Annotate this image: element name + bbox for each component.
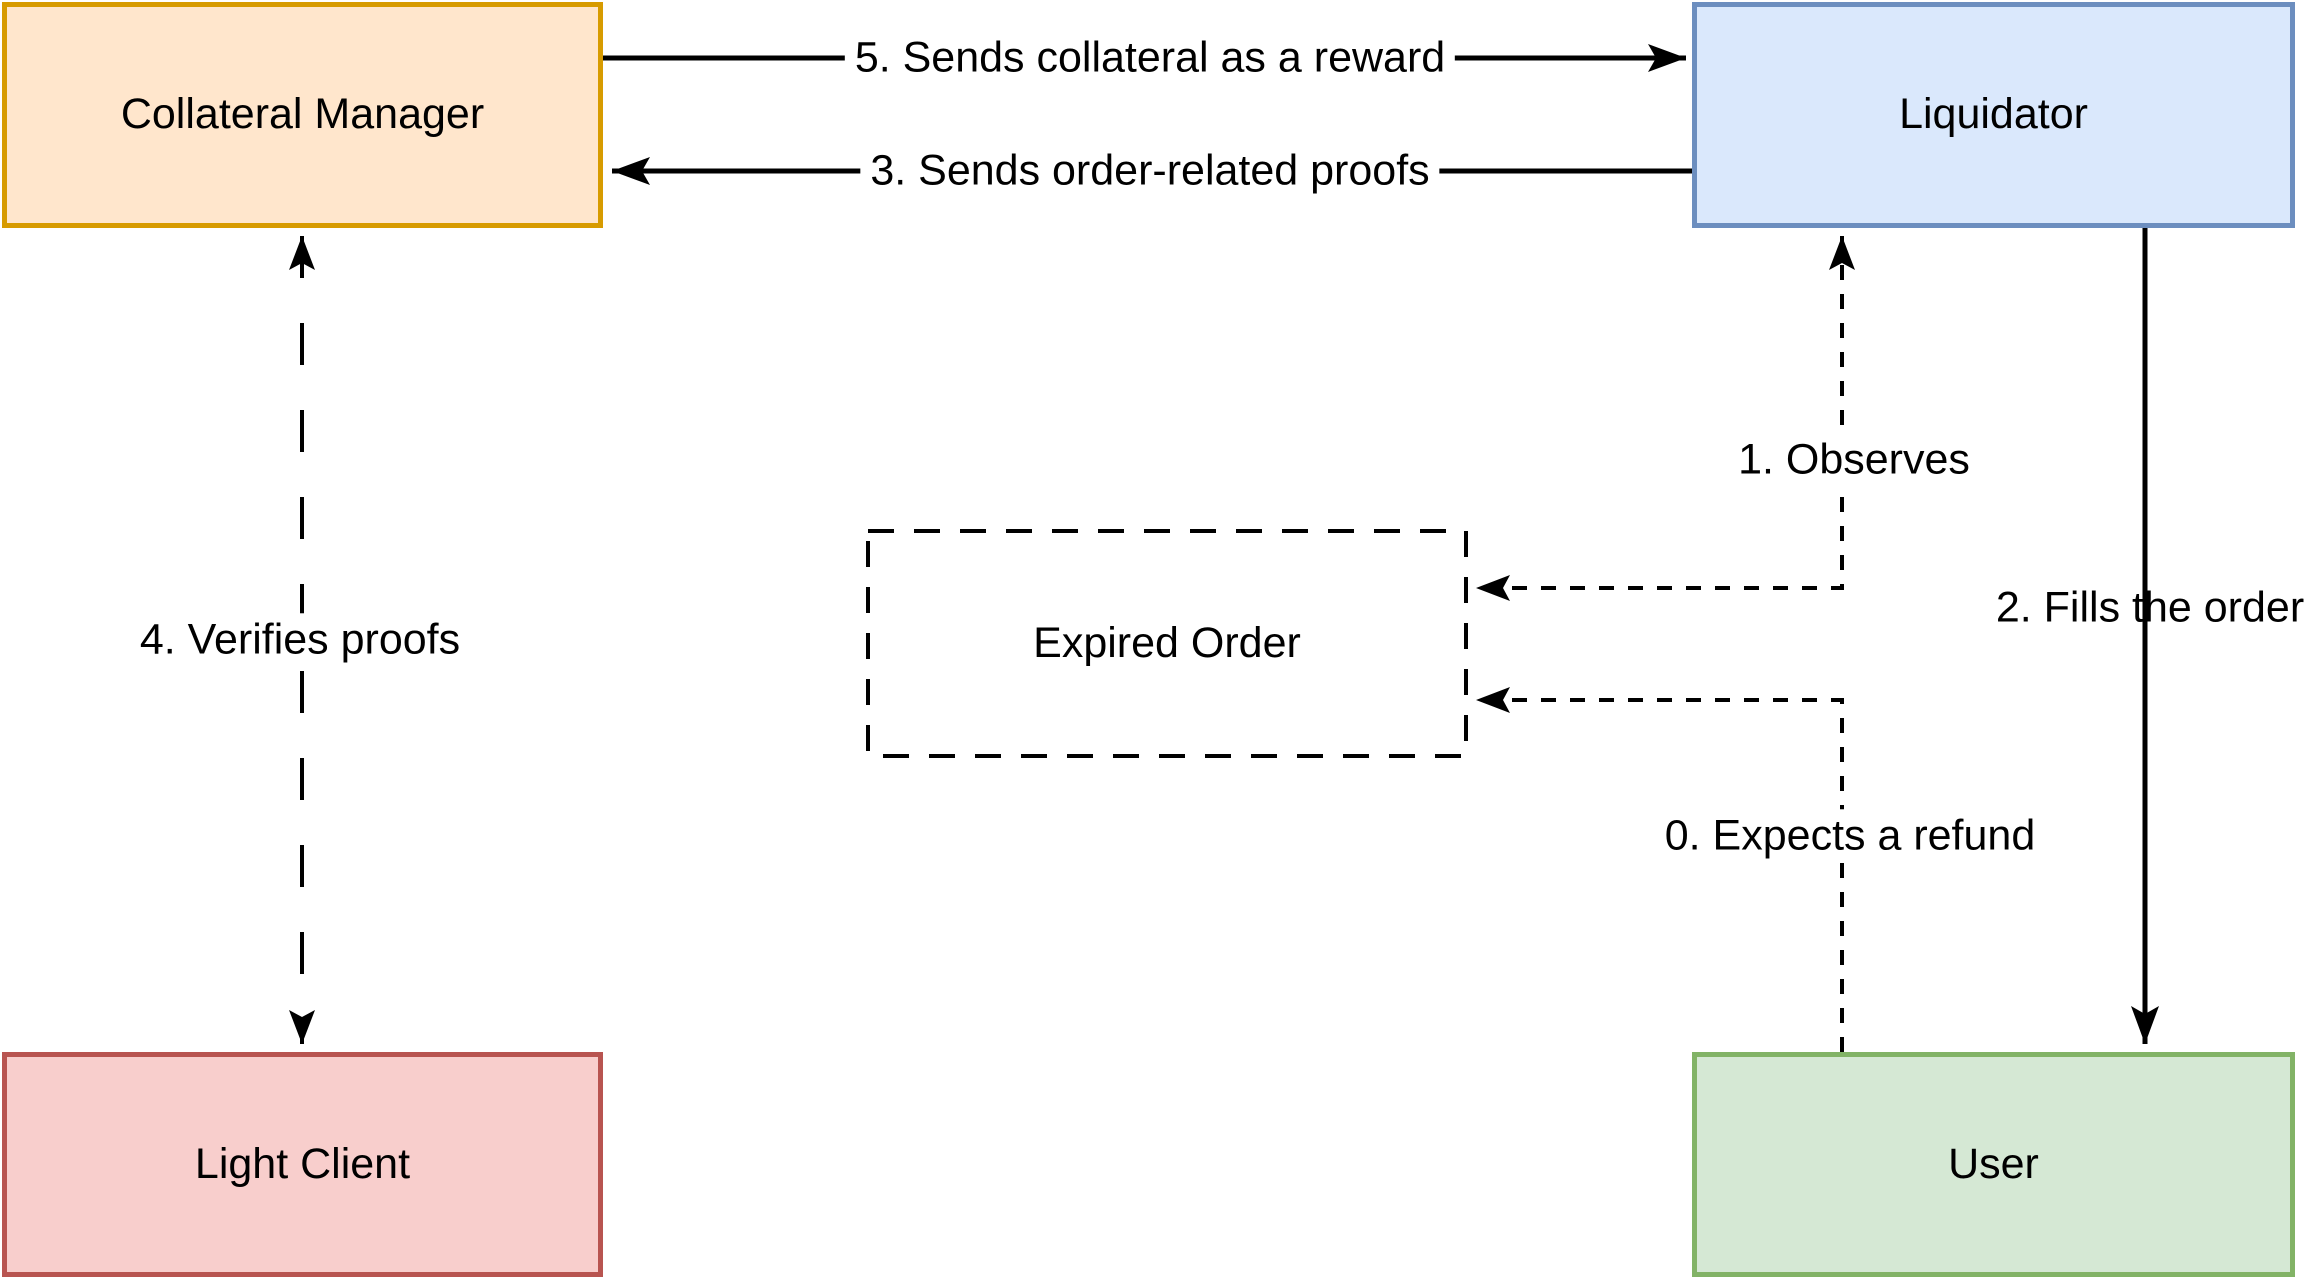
expired-order-box xyxy=(866,529,1468,758)
node-liquidator: Liquidator xyxy=(1692,2,2295,228)
edge-label-observes: 1. Observes xyxy=(1728,433,1980,487)
node-label: Light Client xyxy=(194,1139,411,1188)
edge-observes xyxy=(1476,236,1855,601)
edge-label-verifies-proofs: 4. Verifies proofs xyxy=(129,613,471,667)
edge-expects-refund xyxy=(1476,687,1844,1052)
edge-label-sends-collateral-reward: 5. Sends collateral as a reward xyxy=(844,31,1456,85)
edge-label-expects-refund: 0. Expects a refund xyxy=(1654,809,2046,863)
node-expired-order: Expired Order xyxy=(866,529,1468,758)
node-user: User xyxy=(1692,1052,2295,1277)
edge-label-fills-order: 2. Fills the order xyxy=(1995,583,2304,632)
node-label: User xyxy=(1948,1139,2039,1188)
node-collateral-manager: Collateral Manager xyxy=(2,2,603,228)
edge-label-sends-order-proofs: 3. Sends order-related proofs xyxy=(860,144,1440,198)
node-label: Expired Order xyxy=(1033,618,1301,667)
node-label: Collateral Manager xyxy=(120,90,485,139)
node-label: Liquidator xyxy=(1899,90,2088,139)
node-light-client: Light Client xyxy=(2,1052,603,1277)
